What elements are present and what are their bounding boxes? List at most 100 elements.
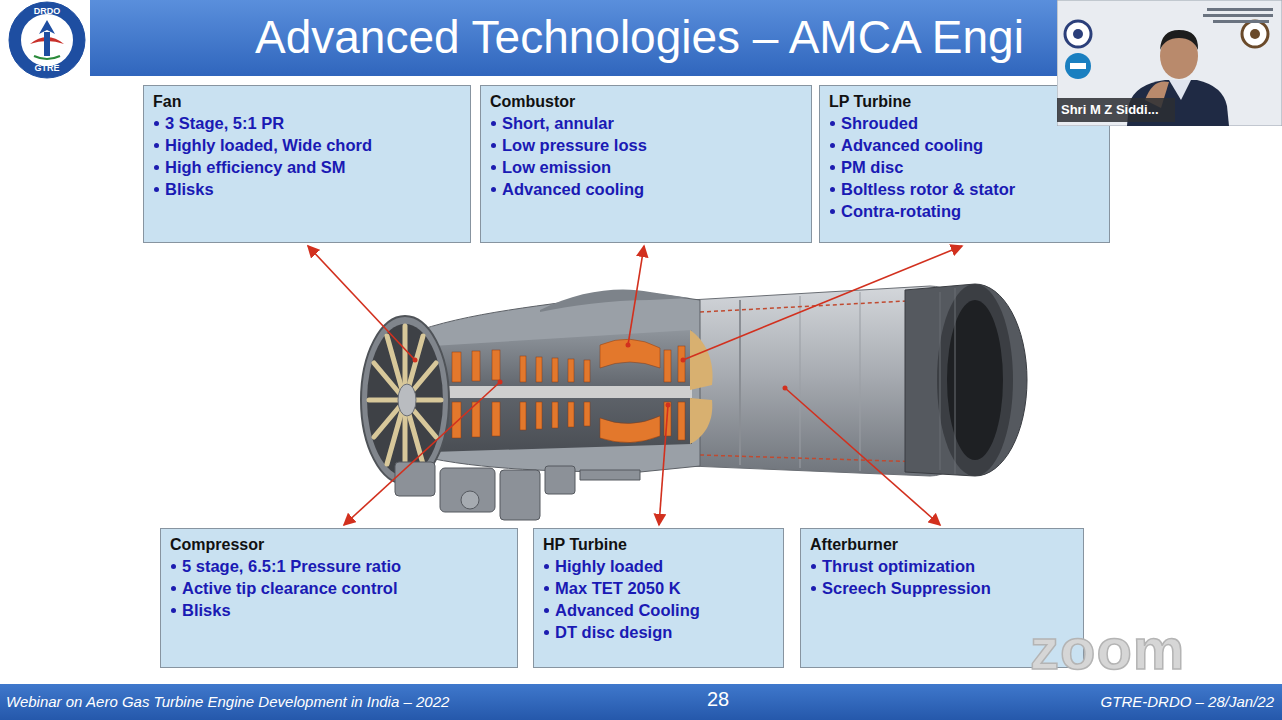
bullet-row: 5 stage, 6.5:1 Pressure ratio: [170, 555, 507, 577]
bullet-dot: [154, 143, 159, 148]
video-logos: [1065, 8, 1273, 79]
leader-dot: [783, 386, 788, 391]
bullet-dot: [811, 586, 816, 591]
drdo-logo: [9, 2, 85, 78]
bullet-dot: [171, 608, 176, 613]
bullet-row: Highly loaded, Wide chord: [153, 134, 460, 156]
bullet-row: Advanced cooling: [829, 134, 1099, 156]
bullet-text: Active tip clearance control: [182, 577, 398, 599]
bullet-row: Highly loaded: [543, 555, 773, 577]
bullet-row: PM disc: [829, 156, 1099, 178]
bullet-text: Low emission: [502, 156, 611, 178]
footer-text: Webinar on Aero Gas Turbine Engine Devel…: [6, 692, 449, 711]
watermark: zoom: [1030, 616, 1185, 682]
bullet-dot: [171, 564, 176, 569]
bullet-text: DT disc design: [555, 621, 672, 643]
bullet-dot: [154, 121, 159, 126]
bullet-dot: [154, 187, 159, 192]
leader-dot: [413, 358, 418, 363]
leader-line: [344, 382, 500, 525]
bullet-text: Boltless rotor & stator: [841, 178, 1015, 200]
box-heading: Afterburner: [810, 534, 1073, 555]
bullet-dot: [830, 165, 835, 170]
bullet-text: PM disc: [841, 156, 903, 178]
bullet-row: 3 Stage, 5:1 PR: [153, 112, 460, 134]
bullet-text: Blisks: [182, 599, 231, 621]
fan-inlet: [361, 316, 449, 484]
bullet-row: Thrust optimization: [810, 555, 1073, 577]
bullet-text: Low pressure loss: [502, 134, 647, 156]
bullet-row: Contra-rotating: [829, 200, 1099, 222]
bullet-dot: [830, 209, 835, 214]
leader-line: [308, 246, 415, 360]
feature-box: HP TurbineHighly loadedMax TET 2050 KAdv…: [533, 528, 784, 668]
bullet-text: Blisks: [165, 178, 214, 200]
bullet-row: Advanced Cooling: [543, 599, 773, 621]
accessory-gearbox: [395, 462, 640, 520]
bullet-text: Thrust optimization: [822, 555, 975, 577]
bullet-dot: [544, 564, 549, 569]
bullet-text: Advanced cooling: [502, 178, 644, 200]
bullet-text: 3 Stage, 5:1 PR: [165, 112, 284, 134]
bullet-dot: [491, 187, 496, 192]
bullet-dot: [544, 586, 549, 591]
bullet-row: Advanced cooling: [490, 178, 801, 200]
leader-dot: [626, 343, 631, 348]
feature-box: AfterburnerThrust optimizationScreech Su…: [800, 528, 1084, 668]
bullet-row: Low emission: [490, 156, 801, 178]
slide-title: Advanced Technologies – AMCA Engi: [255, 9, 1024, 65]
bullet-row: Active tip clearance control: [170, 577, 507, 599]
leader-line: [659, 405, 668, 525]
bullet-dot: [544, 630, 549, 635]
footer-bar: [0, 684, 1282, 720]
bullet-row: Short, annular: [490, 112, 801, 134]
leader-dot: [666, 403, 671, 408]
name-tag: [1057, 98, 1175, 122]
page-number: 28: [698, 687, 738, 711]
bullet-row: DT disc design: [543, 621, 773, 643]
box-heading: Fan: [153, 91, 460, 112]
bullet-row: Low pressure loss: [490, 134, 801, 156]
bullet-dot: [491, 143, 496, 148]
bullet-dot: [830, 143, 835, 148]
leader-dot: [498, 380, 503, 385]
bullet-row: High efficiency and SM: [153, 156, 460, 178]
leader-dot: [681, 358, 686, 363]
bullet-dot: [830, 187, 835, 192]
bullet-dot: [544, 608, 549, 613]
bullet-text: Highly loaded: [555, 555, 663, 577]
bullet-row: Max TET 2050 K: [543, 577, 773, 599]
box-heading: HP Turbine: [543, 534, 773, 555]
bullet-row: Blisks: [153, 178, 460, 200]
nozzle: [905, 284, 1027, 476]
leader-line: [785, 388, 940, 525]
bullet-text: Short, annular: [502, 112, 614, 134]
video-overlay: [1057, 0, 1282, 126]
feature-box: Fan3 Stage, 5:1 PRHighly loaded, Wide ch…: [143, 85, 471, 243]
engine-core: [420, 289, 713, 472]
bullet-text: High efficiency and SM: [165, 156, 346, 178]
bullet-row: Blisks: [170, 599, 507, 621]
bullet-dot: [154, 165, 159, 170]
feature-box: Compressor5 stage, 6.5:1 Pressure ratioA…: [160, 528, 518, 668]
leader-line: [683, 246, 962, 360]
bullet-dot: [491, 165, 496, 170]
logo-text: DRDO: [31, 6, 63, 17]
box-heading: Compressor: [170, 534, 507, 555]
bullet-text: Highly loaded, Wide chord: [165, 134, 372, 156]
bullet-text: 5 stage, 6.5:1 Pressure ratio: [182, 555, 401, 577]
bullet-row: Screech Suppression: [810, 577, 1073, 599]
bullet-text: Contra-rotating: [841, 200, 961, 222]
bullet-text: Max TET 2050 K: [555, 577, 681, 599]
video-background: [1057, 0, 1282, 126]
leader-line: [628, 246, 644, 345]
logo-text: GTRE: [31, 63, 63, 74]
bullet-row: Boltless rotor & stator: [829, 178, 1099, 200]
bullet-text: Advanced Cooling: [555, 599, 700, 621]
bullet-dot: [811, 564, 816, 569]
bullet-dot: [830, 121, 835, 126]
footer-text: GTRE-DRDO – 28/Jan/22: [1101, 692, 1274, 711]
bullet-text: Screech Suppression: [822, 577, 991, 599]
bullet-dot: [171, 586, 176, 591]
